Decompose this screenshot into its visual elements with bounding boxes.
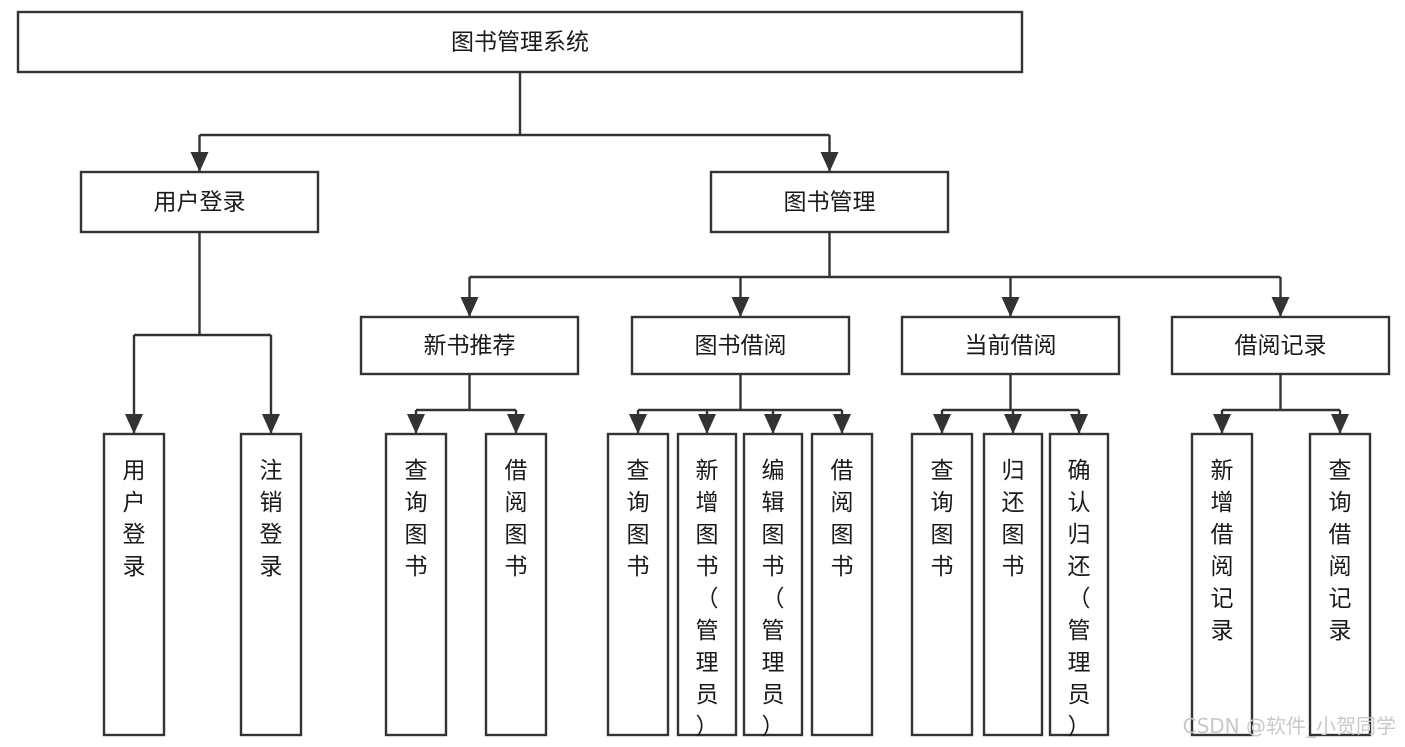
node-user-logout[interactable]: 注销登录 bbox=[239, 432, 303, 737]
node-new-book-recommend[interactable]: 新书推荐 bbox=[359, 315, 580, 376]
node-box-user-login-do bbox=[102, 432, 166, 737]
arrow-head-icon bbox=[1070, 414, 1088, 434]
node-current-query-book[interactable]: 查询图书 bbox=[910, 432, 974, 737]
node-label-recommend-borrow-book: 借阅图书 bbox=[505, 458, 528, 580]
node-label-current-confirm-return: 确认归还（管理员） bbox=[1068, 458, 1091, 740]
arrow-head-icon bbox=[629, 414, 647, 434]
arrow-head-icon bbox=[1271, 297, 1290, 317]
node-borrow-record[interactable]: 借阅记录 bbox=[1170, 315, 1391, 376]
node-label-new-book-recommend: 新书推荐 bbox=[424, 333, 516, 359]
node-label-record-add: 新增借阅记录 bbox=[1211, 458, 1234, 644]
node-box-current-borrow bbox=[900, 315, 1121, 376]
node-box-current-return-book bbox=[982, 432, 1044, 737]
node-box-book-borrow bbox=[630, 315, 851, 376]
node-label-book-manage: 图书管理 bbox=[784, 190, 876, 216]
node-record-add[interactable]: 新增借阅记录 bbox=[1190, 432, 1254, 737]
csdn-watermark: CSDN @软件_小贺同学 bbox=[1183, 714, 1396, 738]
node-label-borrow-record: 借阅记录 bbox=[1235, 333, 1327, 359]
connector-layer bbox=[125, 72, 1349, 434]
node-box-root bbox=[16, 10, 1024, 74]
arrow-head-icon bbox=[190, 152, 209, 172]
node-label-borrow-query-book: 查询图书 bbox=[627, 458, 650, 580]
node-box-user-login bbox=[79, 170, 320, 234]
node-current-borrow[interactable]: 当前借阅 bbox=[900, 315, 1121, 376]
node-label-record-query: 查询借阅记录 bbox=[1329, 458, 1352, 644]
arrow-head-icon bbox=[1213, 414, 1231, 434]
arrow-head-icon bbox=[764, 414, 782, 434]
node-box-current-confirm-return bbox=[1048, 432, 1110, 737]
node-book-borrow[interactable]: 图书借阅 bbox=[630, 315, 851, 376]
node-current-return-book[interactable]: 归还图书 bbox=[982, 432, 1044, 737]
node-label-user-logout: 注销登录 bbox=[260, 458, 283, 580]
node-box-borrow-edit-book bbox=[742, 432, 804, 737]
node-layer: 图书管理系统用户登录用户登录注销登录图书管理新书推荐查询图书借阅图书图书借阅查询… bbox=[16, 10, 1391, 740]
node-label-recommend-query-book: 查询图书 bbox=[405, 458, 428, 580]
node-label-borrow-borrow-book: 借阅图书 bbox=[831, 458, 854, 580]
node-box-current-query-book bbox=[910, 432, 974, 737]
node-record-query[interactable]: 查询借阅记录 bbox=[1308, 432, 1372, 737]
node-recommend-query-book[interactable]: 查询图书 bbox=[384, 432, 448, 737]
node-box-new-book-recommend bbox=[359, 315, 580, 376]
arrow-head-icon bbox=[125, 414, 143, 434]
node-label-root: 图书管理系统 bbox=[451, 30, 589, 56]
arrow-head-icon bbox=[262, 414, 280, 434]
node-recommend-borrow-book[interactable]: 借阅图书 bbox=[484, 432, 548, 737]
node-user-login[interactable]: 用户登录 bbox=[79, 170, 320, 234]
node-box-record-add bbox=[1190, 432, 1254, 737]
node-label-current-borrow: 当前借阅 bbox=[965, 333, 1057, 359]
arrow-head-icon bbox=[698, 414, 716, 434]
node-label-user-login-do: 用户登录 bbox=[123, 458, 146, 580]
arrow-head-icon bbox=[933, 414, 951, 434]
arrow-head-icon bbox=[820, 152, 839, 172]
node-label-borrow-edit-book: 编辑图书（管理员） bbox=[762, 458, 785, 740]
arrow-head-icon bbox=[1004, 414, 1022, 434]
node-borrow-add-book[interactable]: 新增图书（管理员） bbox=[676, 432, 738, 740]
node-root[interactable]: 图书管理系统 bbox=[16, 10, 1024, 74]
node-label-current-query-book: 查询图书 bbox=[931, 458, 954, 580]
node-box-book-manage bbox=[709, 170, 950, 234]
node-book-manage[interactable]: 图书管理 bbox=[709, 170, 950, 234]
node-label-book-borrow: 图书借阅 bbox=[695, 333, 787, 359]
node-label-user-login: 用户登录 bbox=[154, 190, 246, 216]
arrow-head-icon bbox=[507, 414, 525, 434]
node-box-user-logout bbox=[239, 432, 303, 737]
arrow-head-icon bbox=[460, 297, 479, 317]
arrow-head-icon bbox=[833, 414, 851, 434]
node-box-borrow-record bbox=[1170, 315, 1391, 376]
arrow-head-icon bbox=[1331, 414, 1349, 434]
arrow-head-icon bbox=[731, 297, 750, 317]
node-current-confirm-return[interactable]: 确认归还（管理员） bbox=[1048, 432, 1110, 740]
node-box-recommend-borrow-book bbox=[484, 432, 548, 737]
node-label-borrow-add-book: 新增图书（管理员） bbox=[696, 458, 719, 740]
arrow-head-icon bbox=[1001, 297, 1020, 317]
node-box-recommend-query-book bbox=[384, 432, 448, 737]
node-box-borrow-query-book bbox=[606, 432, 670, 737]
node-box-borrow-borrow-book bbox=[810, 432, 874, 737]
node-box-borrow-add-book bbox=[676, 432, 738, 737]
arrow-head-icon bbox=[407, 414, 425, 434]
node-box-record-query bbox=[1308, 432, 1372, 737]
node-borrow-query-book[interactable]: 查询图书 bbox=[606, 432, 670, 737]
node-user-login-do[interactable]: 用户登录 bbox=[102, 432, 166, 737]
node-borrow-borrow-book[interactable]: 借阅图书 bbox=[810, 432, 874, 737]
node-borrow-edit-book[interactable]: 编辑图书（管理员） bbox=[742, 432, 804, 740]
node-label-current-return-book: 归还图书 bbox=[1002, 458, 1025, 580]
